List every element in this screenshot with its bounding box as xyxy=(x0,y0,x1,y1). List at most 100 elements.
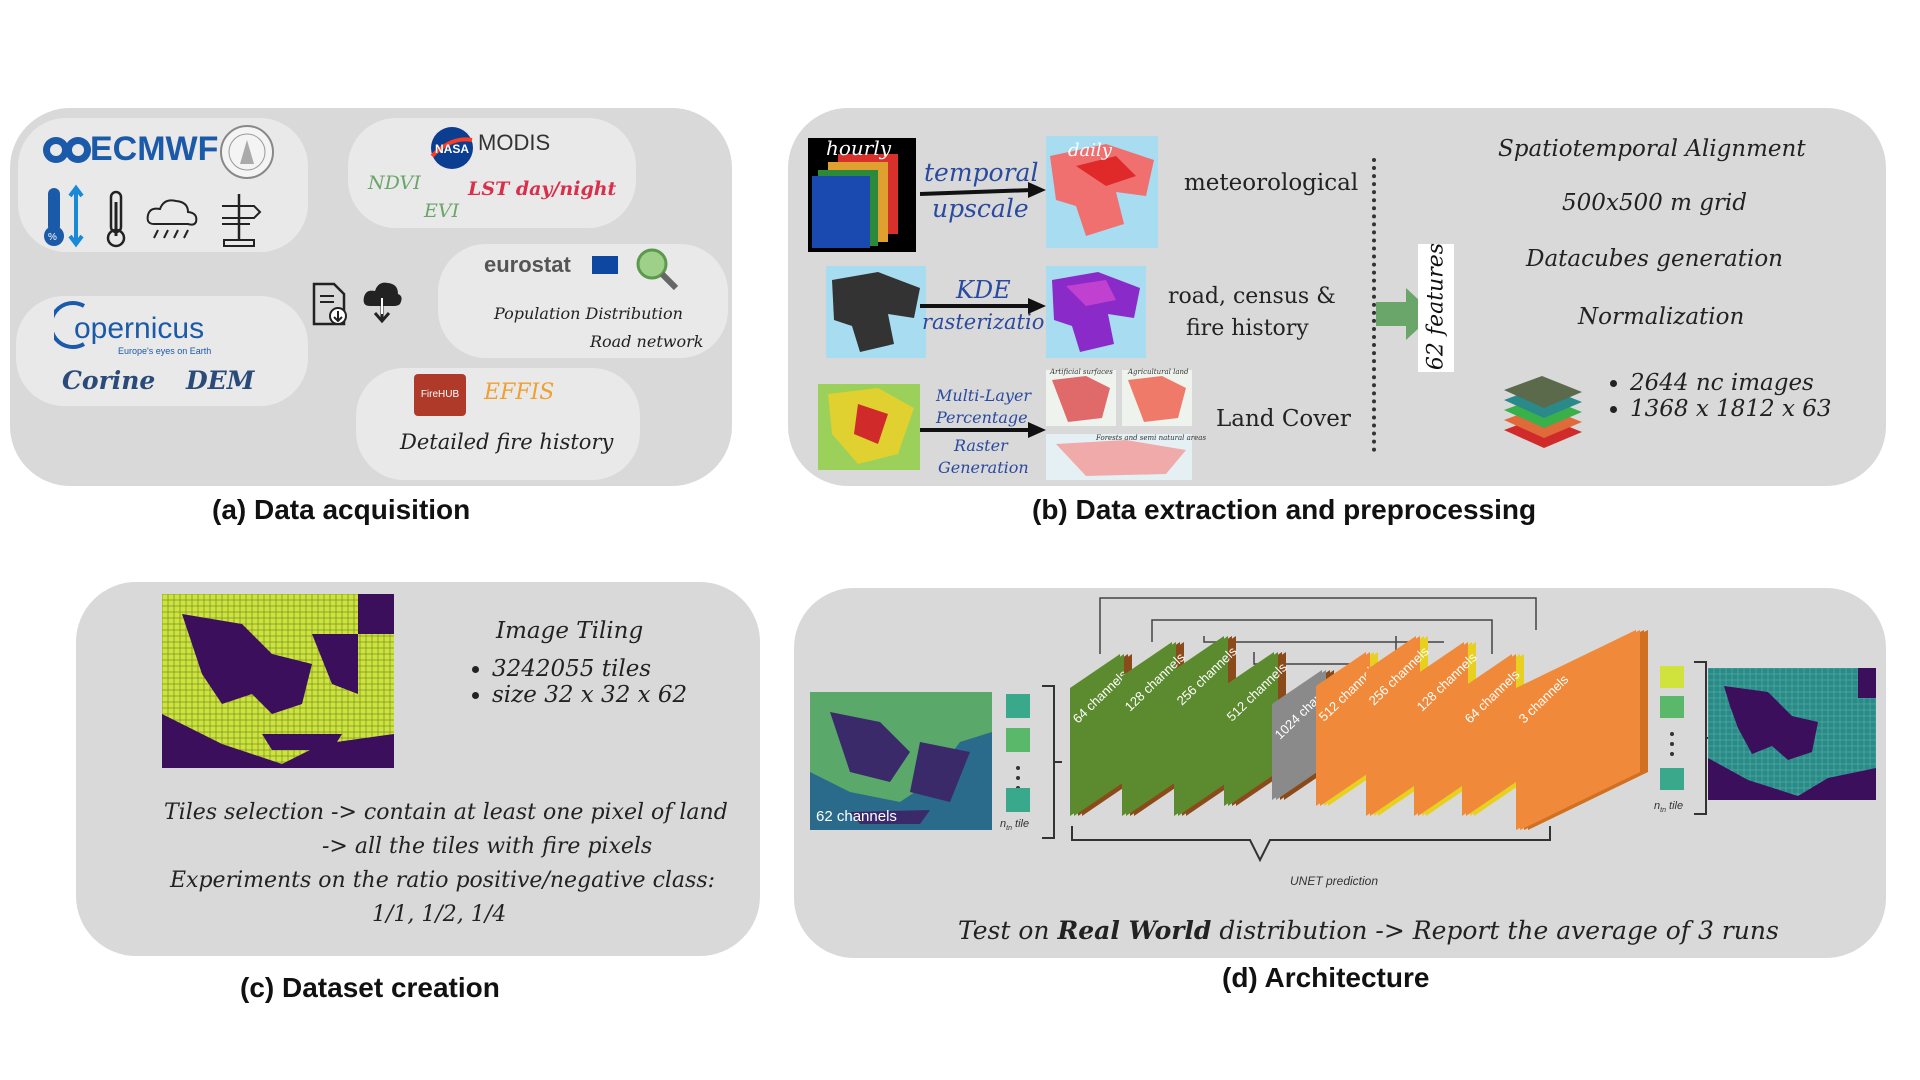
lst-label: LST day/night xyxy=(468,178,617,200)
caption-c: (c) Dataset creation xyxy=(240,972,500,1003)
out-tile-word: tile xyxy=(1669,800,1684,812)
tile-sub: tn xyxy=(1006,825,1012,833)
ecmwf-logo xyxy=(40,134,100,171)
temporal-label: temporal xyxy=(924,158,1039,187)
cloud-download-icon xyxy=(362,280,402,329)
bottom-line: Test on Real World distribution -> Repor… xyxy=(958,916,1779,945)
thermometer-icon xyxy=(102,190,130,253)
unet-block-0: 64 channels xyxy=(1070,654,1132,816)
tile-word: tile xyxy=(1015,818,1030,830)
out-tile-n: n xyxy=(1654,800,1661,812)
bullet-tiles: 3242055 tiles xyxy=(492,656,687,682)
bullets-b: 2644 nc images 1368 x 1812 x 63 xyxy=(1604,370,1832,422)
tile-n: n xyxy=(1000,818,1007,830)
arrow-landcover xyxy=(920,422,1046,438)
road-network-label: Road network xyxy=(590,332,704,351)
bottom-bold: Real World xyxy=(1057,916,1212,945)
dem-label: DEM xyxy=(186,366,255,395)
panel-data-extraction xyxy=(788,108,1886,486)
percentage-label: Percentage xyxy=(936,408,1028,427)
kde-label: KDE xyxy=(956,276,1011,304)
kde-map-image xyxy=(1046,266,1146,358)
generation-label: Generation xyxy=(938,458,1029,477)
input-bracket xyxy=(1042,685,1062,839)
unet-prediction-label: UNET prediction xyxy=(1290,874,1379,888)
nasa-logo: NASA xyxy=(430,126,474,175)
wind-vane-icon xyxy=(214,190,264,253)
daily-label: daily xyxy=(1068,140,1112,161)
rasterization-label: rasterization xyxy=(922,310,1058,334)
unet-block-1: 128 channels xyxy=(1122,642,1188,816)
bullet-dimensions: 1368 x 1812 x 63 xyxy=(1630,396,1832,422)
experiments-line: Experiments on the ratio positive/negati… xyxy=(170,868,716,893)
lc-forests-map xyxy=(1046,434,1192,480)
lc-agricultural-map xyxy=(1122,370,1192,426)
unet-block-3: 512 channels xyxy=(1224,652,1290,806)
modis-text: MODIS xyxy=(478,130,551,155)
skip-connection-1 xyxy=(1151,619,1493,654)
unet-block-2: 256 channels xyxy=(1174,636,1240,816)
copernicus-text: opernicus xyxy=(74,312,205,345)
thermometer-arrows-icon: % xyxy=(42,184,88,253)
step-spatiotemporal: Spatiotemporal Alignment xyxy=(1498,136,1806,162)
copernicus-tagline: Europe's eyes on Earth xyxy=(118,346,212,356)
ratios-line: 1/1, 1/2, 1/4 xyxy=(372,902,507,927)
step-datacubes: Datacubes generation xyxy=(1526,246,1783,272)
input-tile-label: ntn tile xyxy=(1000,818,1029,832)
datacube-stack-icon xyxy=(1498,366,1588,463)
lc-forests-label: Forests and semi natural areas xyxy=(1096,434,1207,442)
arrow-kde xyxy=(920,298,1046,314)
ndvi-label: NDVI xyxy=(368,172,421,194)
unet-block-9: 3 channels xyxy=(1516,630,1648,830)
landcover-map-image xyxy=(818,384,920,470)
firehub-logo: FireHUB xyxy=(414,374,466,416)
evi-label: EVI xyxy=(424,200,460,222)
bullet-size: size 32 x 32 x 62 xyxy=(492,682,687,708)
land-cover-label: Land Cover xyxy=(1216,406,1351,432)
output-tile-label: ntn tile xyxy=(1654,800,1683,814)
caption-b: (b) Data extraction and preprocessing xyxy=(1032,494,1537,525)
magnifier-icon xyxy=(634,246,680,297)
effis-box xyxy=(356,368,640,480)
lc-artificial-label: Artificial surfaces xyxy=(1050,368,1113,376)
step-grid: 500x500 m grid xyxy=(1562,190,1747,216)
detailed-fire-history-label: Detailed fire history xyxy=(400,430,614,454)
step-normalization: Normalization xyxy=(1578,304,1745,330)
input-map-image xyxy=(810,692,992,830)
document-download-icon xyxy=(310,282,350,331)
output-tile-stack xyxy=(1658,664,1690,801)
road-map-image xyxy=(826,266,926,358)
output-map-image xyxy=(1708,668,1876,800)
corine-label: Corine xyxy=(62,366,156,395)
input-tile-stack xyxy=(1004,692,1036,817)
bottom-post: distribution -> Report the average of 3 … xyxy=(1211,916,1779,945)
image-tiling-title: Image Tiling xyxy=(496,618,644,644)
bullet-nc-images: 2644 nc images xyxy=(1630,370,1832,396)
svg-text:NASA: NASA xyxy=(435,142,469,156)
upscale-label: upscale xyxy=(932,194,1029,223)
eurostat-box xyxy=(438,244,728,358)
modis-box xyxy=(348,118,636,228)
rain-cloud-icon xyxy=(144,196,200,247)
fire-pixels-line: -> all the tiles with fire pixels xyxy=(322,834,653,859)
input-channels-label: 62 channels xyxy=(816,808,897,825)
tiled-map-image xyxy=(162,594,394,768)
bullets-c: 3242055 tiles size 32 x 32 x 62 xyxy=(466,656,687,708)
bottom-pre: Test on xyxy=(958,916,1058,945)
fire-history-label: fire history xyxy=(1186,316,1309,341)
multi-layer-label: Multi-Layer xyxy=(936,386,1032,405)
features-label: 62 features xyxy=(1423,242,1449,371)
daily-map-image xyxy=(1046,136,1158,248)
lc-agricultural-label: Agricultural land xyxy=(1128,368,1189,376)
effis-label: EFFIS xyxy=(484,380,555,405)
tiles-selection-line: Tiles selection -> contain at least one … xyxy=(164,800,728,825)
hourly-cube-image xyxy=(808,138,916,252)
ecmwf-text: ECMWF xyxy=(90,130,219,168)
hourly-label: hourly xyxy=(826,136,892,160)
svg-text:%: % xyxy=(48,232,57,243)
raster-label: Raster xyxy=(954,436,1008,455)
unet-block-8: 64 channels xyxy=(1462,654,1524,816)
population-distribution-label: Population Distribution xyxy=(494,304,683,323)
seal-icon xyxy=(218,124,276,185)
